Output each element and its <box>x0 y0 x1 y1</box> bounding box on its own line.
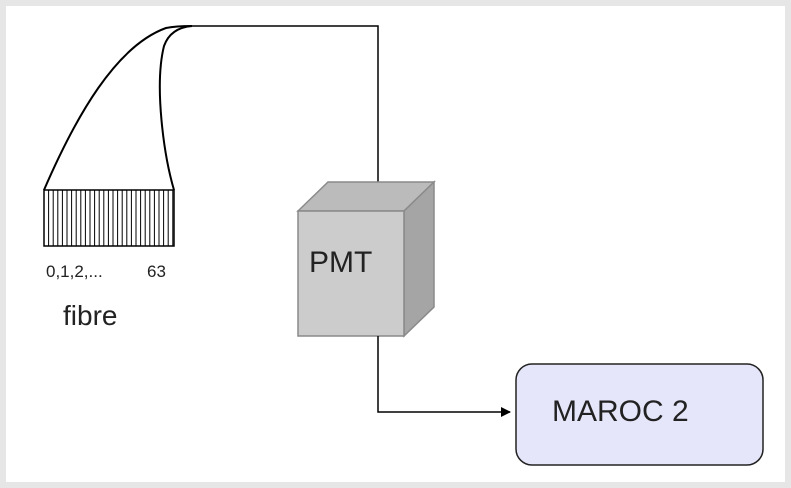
fibre-last-index-label: 63 <box>147 262 166 281</box>
fibre-indices-label: 0,1,2,... <box>46 262 103 281</box>
maroc-box-body <box>515 363 764 466</box>
diagram-canvas: PMT MAROC 2 0,1,2,... 63 fibre <box>6 6 785 482</box>
fibre-to-pmt-line <box>192 25 383 207</box>
fibre-bundle-outer-curve <box>43 25 193 191</box>
fibre-bundle <box>43 25 193 191</box>
fibre-label: fibre <box>63 300 117 331</box>
fibre-bundle-inner-curve <box>158 25 193 191</box>
pmt-box-front <box>297 210 405 337</box>
pmt-to-maroc-line <box>377 336 511 417</box>
pmt-label: PMT <box>309 246 372 279</box>
fibre-stripes <box>48 190 174 246</box>
fibre-connector <box>43 189 175 247</box>
fibre-connector-body <box>43 189 175 247</box>
pmt-box: PMT <box>296 180 436 338</box>
maroc-box: MAROC 2 <box>515 363 764 466</box>
maroc-label: MAROC 2 <box>552 395 689 428</box>
diagram-svg: PMT MAROC 2 0,1,2,... 63 fibre <box>43 25 764 466</box>
